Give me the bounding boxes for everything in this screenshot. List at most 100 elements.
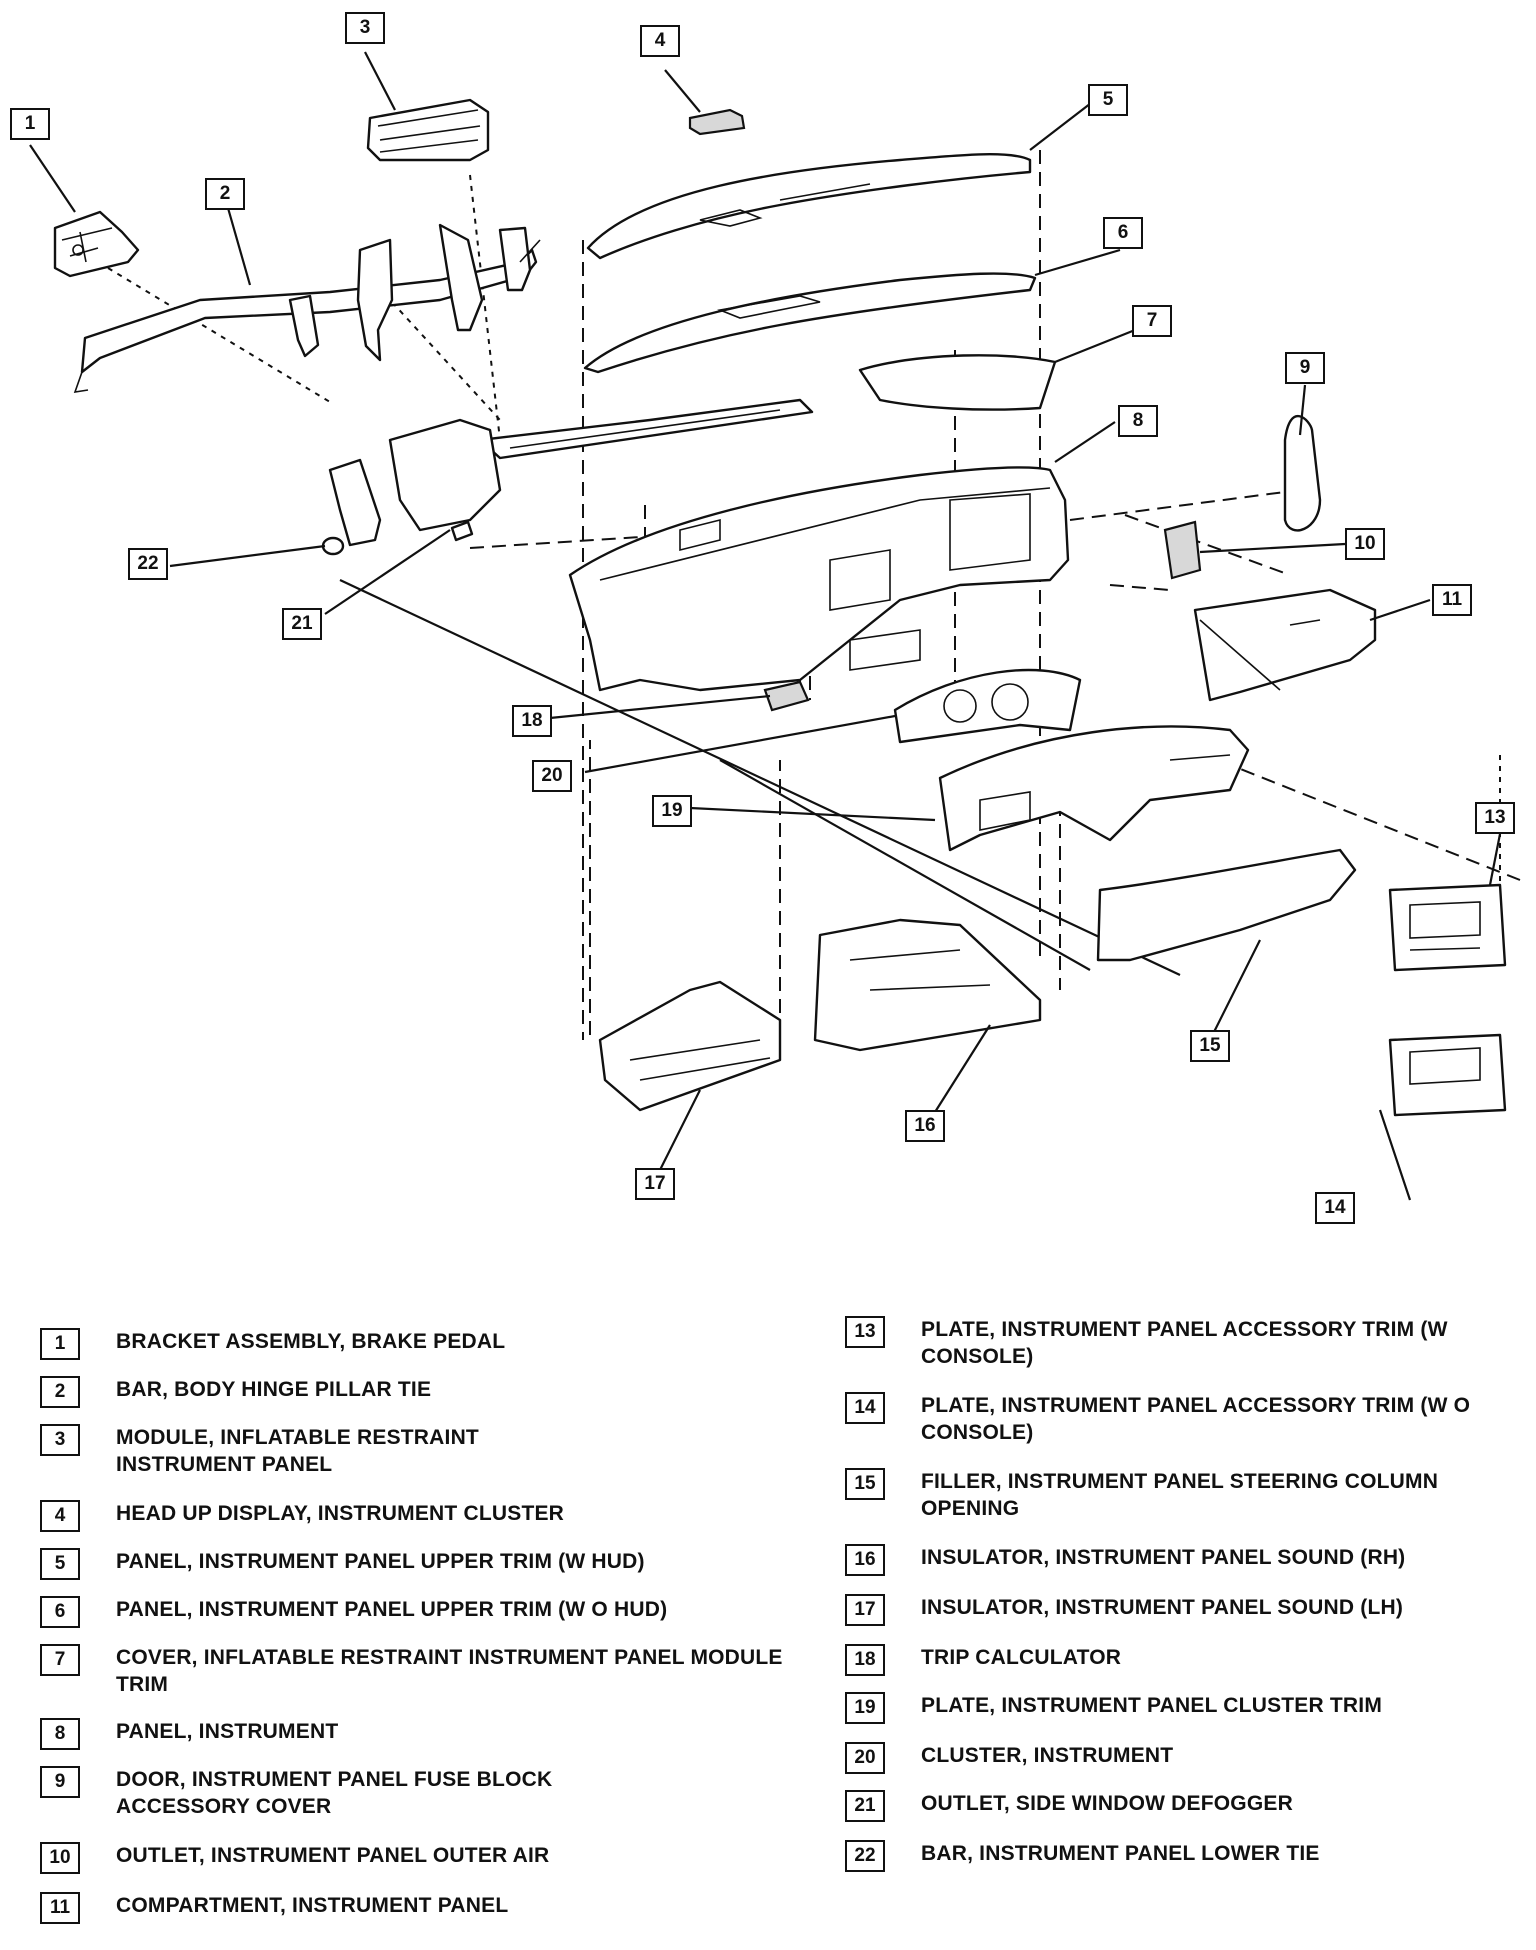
legend-number: 22 [845, 1840, 885, 1872]
steering-column-filler-drawing [1096, 848, 1357, 962]
inflatable-restraint-module-drawing [366, 98, 490, 162]
legend-item-11: 11 COMPARTMENT, INSTRUMENT PANEL [40, 1892, 676, 1924]
lower-tie-bar-drawing [321, 418, 502, 556]
legend-description: INSULATOR, INSTRUMENT PANEL SOUND (RH) [921, 1546, 1406, 1569]
legend-description: BAR, INSTRUMENT PANEL LOWER TIE [921, 1842, 1320, 1865]
instrument-cluster-drawing [893, 668, 1082, 744]
legend-number: 4 [40, 1500, 80, 1532]
legend-description: BAR, BODY HINGE PILLAR TIE [116, 1378, 432, 1401]
upper-trim-wo-hud-drawing [583, 272, 1037, 374]
upper-trim-w-hud-drawing [586, 153, 1032, 260]
exploded-view-drawing [29, 51, 1521, 1201]
legend-number: 18 [845, 1644, 885, 1676]
legend-number: 6 [40, 1596, 80, 1628]
callout-5: 5 [1088, 84, 1128, 116]
legend-item-14: 14 PLATE, INSTRUMENT PANEL ACCESSORY TRI… [845, 1392, 1481, 1446]
bracket-assembly-brake-pedal-drawing [53, 210, 140, 278]
sound-insulator-rh-drawing [813, 918, 1042, 1052]
legend-description: PANEL, INSTRUMENT PANEL UPPER TRIM (W O … [116, 1598, 668, 1621]
legend-item-10: 10 OUTLET, INSTRUMENT PANEL OUTER AIR [40, 1842, 676, 1874]
legend-number: 14 [845, 1392, 885, 1424]
legend-item-5: 5 PANEL, INSTRUMENT PANEL UPPER TRIM (W … [40, 1548, 756, 1580]
legend-description: COVER, INFLATABLE RESTRAINT INSTRUMENT P… [116, 1646, 783, 1696]
legend-number: 15 [845, 1468, 885, 1500]
legend-description: FILLER, INSTRUMENT PANEL STEERING COLUMN… [921, 1470, 1439, 1520]
callout-14: 14 [1315, 1192, 1355, 1224]
legend-item-8: 8 PANEL, INSTRUMENT [40, 1718, 596, 1750]
legend-number: 1 [40, 1328, 80, 1360]
sound-insulator-lh-drawing [598, 980, 782, 1112]
legend-item-22: 22 BAR, INSTRUMENT PANEL LOWER TIE [845, 1840, 1521, 1872]
head-up-display-drawing [688, 108, 746, 136]
legend-number: 7 [40, 1644, 80, 1676]
legend-item-19: 19 PLATE, INSTRUMENT PANEL CLUSTER TRIM [845, 1692, 1521, 1724]
legend-item-17: 17 INSULATOR, INSTRUMENT PANEL SOUND (LH… [845, 1594, 1521, 1626]
legend-item-6: 6 PANEL, INSTRUMENT PANEL UPPER TRIM (W … [40, 1596, 776, 1628]
callout-20: 20 [532, 760, 572, 792]
legend-description: CLUSTER, INSTRUMENT [921, 1744, 1174, 1767]
legend-description: PANEL, INSTRUMENT PANEL UPPER TRIM (W HU… [116, 1550, 645, 1573]
legend-item-13: 13 PLATE, INSTRUMENT PANEL ACCESSORY TRI… [845, 1316, 1481, 1370]
restraint-cover-drawing [858, 354, 1057, 411]
outer-air-outlet-drawing [1163, 520, 1202, 580]
instrument-panel-drawing [478, 398, 1070, 692]
legend-number: 10 [40, 1842, 80, 1874]
legend-description: COMPARTMENT, INSTRUMENT PANEL [116, 1894, 509, 1917]
legend-description: TRIP CALCULATOR [921, 1646, 1122, 1669]
legend-item-9: 9 DOOR, INSTRUMENT PANEL FUSE BLOCK ACCE… [40, 1766, 636, 1820]
legend-description: HEAD UP DISPLAY, INSTRUMENT CLUSTER [116, 1502, 565, 1525]
legend-number: 17 [845, 1594, 885, 1626]
callout-22: 22 [128, 548, 168, 580]
callout-21: 21 [282, 608, 322, 640]
fuse-block-door-drawing [1283, 414, 1322, 532]
side-window-defogger-drawing [450, 520, 474, 542]
legend-number: 20 [845, 1742, 885, 1774]
callout-17: 17 [635, 1168, 675, 1200]
legend-number: 21 [845, 1790, 885, 1822]
callout-6: 6 [1103, 217, 1143, 249]
leader-arrows [29, 51, 1502, 1201]
callout-16: 16 [905, 1110, 945, 1142]
legend-description: MODULE, INFLATABLE RESTRAINT INSTRUMENT … [116, 1426, 479, 1476]
accessory-trim-plate-w-console-drawing [1388, 883, 1507, 972]
callout-3: 3 [345, 12, 385, 44]
callout-1: 1 [10, 108, 50, 140]
legend-description: PLATE, INSTRUMENT PANEL ACCESSORY TRIM (… [921, 1318, 1448, 1368]
compartment-drawing [1193, 588, 1377, 702]
callout-11: 11 [1432, 584, 1472, 616]
callout-8: 8 [1118, 405, 1158, 437]
legend-item-7: 7 COVER, INFLATABLE RESTRAINT INSTRUMENT… [40, 1644, 796, 1698]
callout-15: 15 [1190, 1030, 1230, 1062]
legend-number: 19 [845, 1692, 885, 1724]
legend-number: 2 [40, 1376, 80, 1408]
accessory-trim-plate-wo-console-drawing [1388, 1033, 1507, 1117]
callout-18: 18 [512, 705, 552, 737]
legend-number: 11 [40, 1892, 80, 1924]
legend-description: PANEL, INSTRUMENT [116, 1720, 339, 1743]
legend-item-21: 21 OUTLET, SIDE WINDOW DEFOGGER [845, 1790, 1521, 1822]
legend-item-16: 16 INSULATOR, INSTRUMENT PANEL SOUND (RH… [845, 1544, 1521, 1576]
legend-number: 5 [40, 1548, 80, 1580]
callout-10: 10 [1345, 528, 1385, 560]
callout-2: 2 [205, 178, 245, 210]
callout-4: 4 [640, 25, 680, 57]
legend-number: 13 [845, 1316, 885, 1348]
legend-item-18: 18 TRIP CALCULATOR [845, 1644, 1521, 1676]
legend-description: PLATE, INSTRUMENT PANEL ACCESSORY TRIM (… [921, 1394, 1471, 1444]
legend-number: 8 [40, 1718, 80, 1750]
callout-19: 19 [652, 795, 692, 827]
legend-item-1: 1 BRACKET ASSEMBLY, BRAKE PEDAL [40, 1328, 596, 1360]
legend-description: PLATE, INSTRUMENT PANEL CLUSTER TRIM [921, 1694, 1383, 1717]
trip-calculator-drawing [763, 680, 810, 712]
legend-number: 3 [40, 1424, 80, 1456]
legend-description: OUTLET, SIDE WINDOW DEFOGGER [921, 1792, 1293, 1815]
callout-7: 7 [1132, 305, 1172, 337]
legend-description: BRACKET ASSEMBLY, BRAKE PEDAL [116, 1330, 506, 1353]
callout-13: 13 [1475, 802, 1515, 834]
legend-number: 9 [40, 1766, 80, 1798]
legend-item-2: 2 BAR, BODY HINGE PILLAR TIE [40, 1376, 596, 1408]
bar-body-hinge-pillar-tie-drawing [73, 223, 541, 393]
cluster-trim-plate-drawing [938, 725, 1250, 852]
legend-description: OUTLET, INSTRUMENT PANEL OUTER AIR [116, 1844, 550, 1867]
legend-item-15: 15 FILLER, INSTRUMENT PANEL STEERING COL… [845, 1468, 1521, 1522]
